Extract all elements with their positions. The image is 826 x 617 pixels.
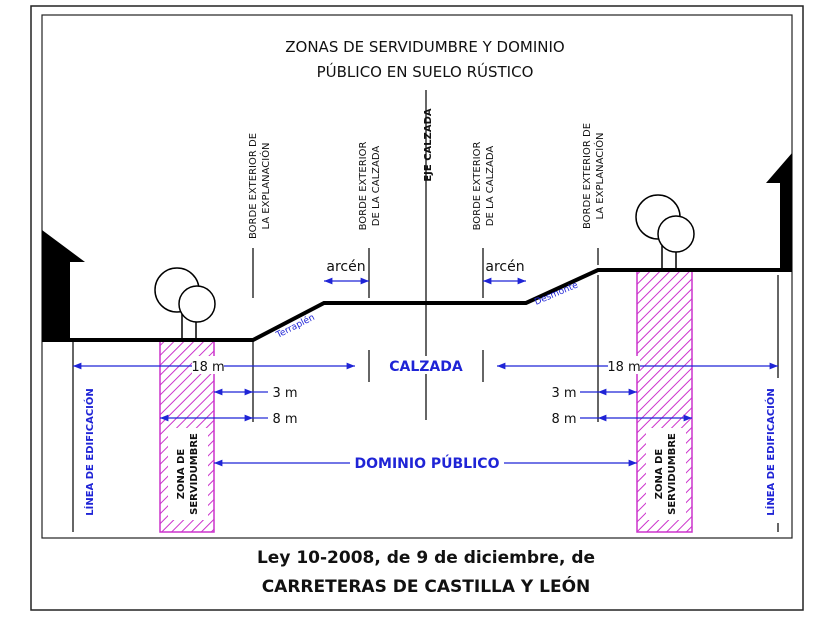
arcen-left-label: arcén bbox=[326, 259, 365, 275]
dim-3m-left-label: 3 m bbox=[272, 386, 297, 401]
borde-calzada-right-label-2: DE LA CALZADA bbox=[485, 146, 496, 227]
linea-edificacion-right-label: LÍNEA DE EDIFICACIÓN bbox=[764, 388, 777, 516]
eje-calzada-label: EJE CALZADA bbox=[423, 108, 434, 182]
building-right bbox=[766, 153, 792, 270]
building-left bbox=[42, 230, 85, 340]
zona-label-bg-left bbox=[168, 428, 208, 520]
dim-18m-left-label: 18 m bbox=[191, 360, 224, 375]
zona-label-bg-right bbox=[646, 428, 686, 520]
tree-left bbox=[154, 267, 216, 340]
borde-explanacion-left-label-2: LA EXPLANACIÓN bbox=[259, 142, 272, 229]
terrain-profile bbox=[42, 268, 792, 342]
title-line-2: PÚBLICO EN SUELO RÚSTICO bbox=[317, 62, 534, 81]
zona-servidumbre-left-1: ZONA DE bbox=[176, 449, 187, 500]
borde-explanacion-right-label-2: LA EXPLANACIÓN bbox=[593, 132, 606, 219]
dim-18m-right-label: 18 m bbox=[607, 360, 640, 375]
title-line-1: ZONAS DE SERVIDUMBRE Y DOMINIO bbox=[285, 38, 564, 56]
dominio-publico-label: DOMINIO PÚBLICO bbox=[355, 454, 500, 472]
borde-explanacion-right-label-1: BORDE EXTERIOR DE bbox=[582, 123, 593, 229]
dim-8m-left-label: 8 m bbox=[272, 412, 297, 427]
zona-servidumbre-right-1: ZONA DE bbox=[654, 449, 665, 500]
dim-8m-right-label: 8 m bbox=[551, 412, 576, 427]
dim-3m-right-label: 3 m bbox=[551, 386, 576, 401]
borde-calzada-left-label-2: DE LA CALZADA bbox=[371, 146, 382, 227]
tree-right bbox=[635, 194, 695, 270]
zona-servidumbre-right-2: SERVIDUMBRE bbox=[667, 433, 678, 515]
arcen-right-label: arcén bbox=[485, 259, 524, 275]
borde-calzada-left-label-1: BORDE EXTERIOR bbox=[358, 142, 369, 231]
law-caption-line-2: CARRETERAS DE CASTILLA Y LEÓN bbox=[262, 575, 591, 597]
desmonte-label: Desmonte bbox=[533, 280, 580, 307]
borde-calzada-right-label-1: BORDE EXTERIOR bbox=[472, 142, 483, 231]
outer-frame bbox=[30, 5, 804, 611]
zona-servidumbre-left-2: SERVIDUMBRE bbox=[189, 433, 200, 515]
calzada-label: CALZADA bbox=[389, 359, 463, 375]
linea-edificacion-left-label: LÍNEA DE EDIFICACIÓN bbox=[83, 388, 96, 516]
borde-explanacion-left-label-1: BORDE EXTERIOR DE bbox=[248, 133, 259, 239]
law-caption-line-1: Ley 10-2008, de 9 de diciembre, de bbox=[257, 548, 595, 568]
